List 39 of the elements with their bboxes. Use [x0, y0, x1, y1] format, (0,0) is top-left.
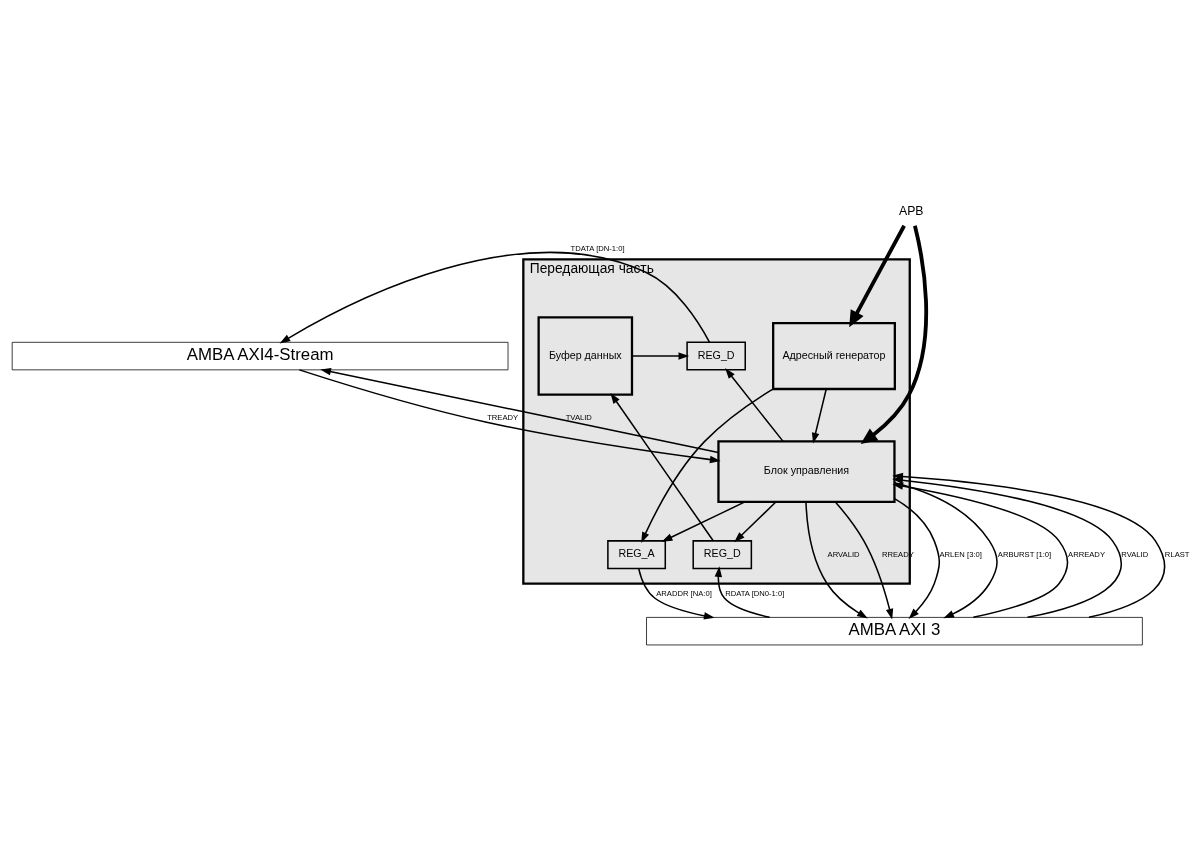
arrow [641, 388, 774, 543]
arrow [893, 481, 998, 619]
arrow [298, 369, 721, 464]
arrow [661, 501, 746, 542]
edge-label: RDATA [DN0-1:0] [725, 588, 785, 598]
arrow [860, 225, 929, 445]
arrow [637, 567, 715, 620]
arrow [805, 501, 868, 619]
node-box: REG_A [607, 540, 667, 570]
arrow [849, 224, 906, 328]
arrow [610, 392, 714, 542]
arrow [631, 352, 690, 360]
node-box: Блок управления [717, 440, 896, 503]
edge-label: ARVALID [827, 549, 860, 559]
arrow [734, 501, 777, 543]
edge-label: RLAST [1164, 549, 1190, 559]
node-box: REG_D [686, 341, 746, 371]
edge-label: ARADDR [NA:0] [656, 588, 712, 598]
node-box: REG_D [692, 540, 753, 570]
arrow [834, 501, 894, 620]
edge-label: ARLEN [3:0] [939, 549, 982, 559]
node-box: Адресный генератор [772, 322, 896, 391]
arrow [725, 368, 784, 443]
arrow [892, 482, 1069, 619]
node-box: Буфер данных [537, 316, 634, 396]
edge-label: ARBURST [1:0] [997, 549, 1052, 559]
arrow [811, 388, 827, 444]
edge-label: TREADY [487, 412, 519, 422]
arrow [893, 497, 941, 619]
node-text: APB [899, 203, 924, 218]
arrow [714, 566, 771, 619]
arrow [279, 251, 711, 344]
edge-label: RVALID [1121, 549, 1149, 559]
edge-label: ARREADY [1068, 549, 1105, 559]
edge-label: TDATA [DN-1:0] [570, 243, 625, 253]
node-box: AMBA AXI4-Stream [11, 341, 509, 371]
edge-label: TVALID [565, 412, 592, 422]
node-box: AMBA AXI 3 [646, 617, 1143, 646]
arrow [320, 367, 720, 454]
